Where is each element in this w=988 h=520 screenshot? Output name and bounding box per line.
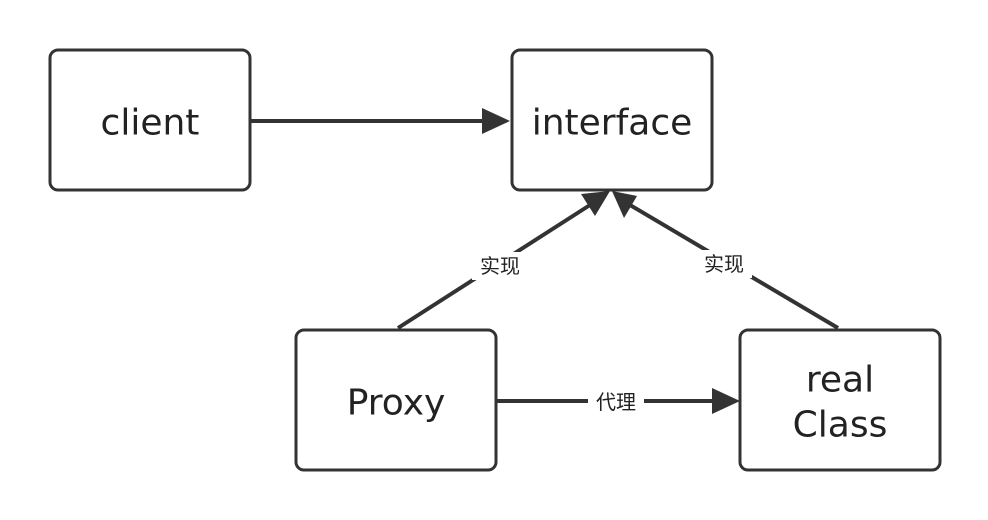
node-real-class-label-line1: real bbox=[806, 360, 874, 401]
edge-client-to-interface bbox=[251, 108, 510, 134]
node-proxy-label: Proxy bbox=[347, 383, 446, 424]
arrow-head-icon bbox=[712, 388, 740, 414]
arrow-head-icon bbox=[581, 191, 610, 216]
edge-proxy-to-real: 代理 bbox=[497, 388, 740, 416]
edge-label-proxies: 代理 bbox=[596, 390, 636, 414]
node-interface-label: interface bbox=[532, 103, 693, 144]
arrow-head-icon bbox=[482, 108, 510, 134]
node-proxy: Proxy bbox=[294, 328, 498, 472]
edge-label-implements-left: 实现 bbox=[480, 254, 520, 278]
node-real-class: real Class bbox=[738, 328, 942, 472]
edge-label-implements-right: 实现 bbox=[704, 252, 744, 276]
node-interface: interface bbox=[510, 48, 714, 192]
node-client: client bbox=[48, 48, 252, 192]
edge-real-to-interface: 实现 bbox=[612, 191, 840, 330]
edge-proxy-to-interface: 实现 bbox=[396, 191, 610, 330]
arrow-head-icon bbox=[612, 191, 637, 218]
node-real-class-label-line2: Class bbox=[793, 405, 888, 446]
node-client-label: client bbox=[101, 103, 200, 144]
